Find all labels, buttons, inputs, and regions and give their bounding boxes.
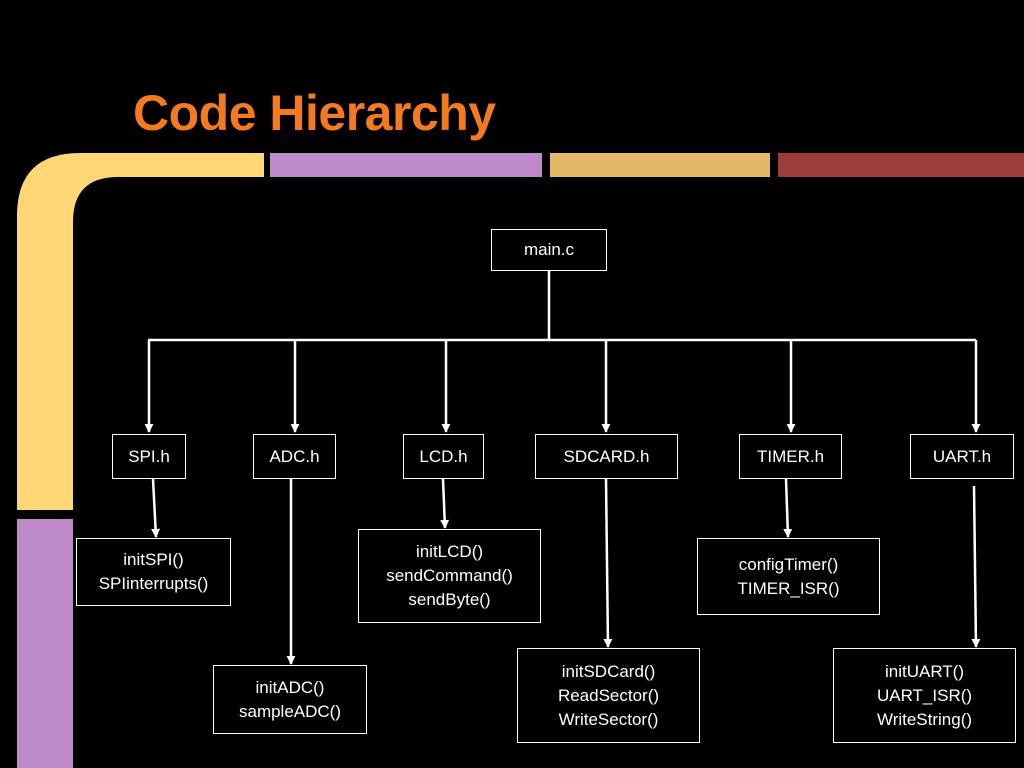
function-name: initUART() xyxy=(884,661,965,681)
module-functions-adc: initADC() sampleADC() xyxy=(213,665,367,734)
frame-corner-band xyxy=(17,153,264,510)
module-header-label: TIMER.h xyxy=(756,446,825,466)
arrow-uart-to-functions xyxy=(971,485,981,648)
module-header-spi: SPI.h xyxy=(112,434,186,479)
function-name: initSDCard() xyxy=(561,661,656,681)
function-name: ReadSector() xyxy=(557,685,660,705)
module-header-lcd: LCD.h xyxy=(403,434,484,479)
function-name: sendByte() xyxy=(408,590,491,609)
arrow-spi-to-functions xyxy=(151,478,161,538)
frame-band-purple xyxy=(270,153,542,177)
frame-side-band-purple xyxy=(17,519,73,768)
module-functions-spi: initSPI() SPIinterrupts() xyxy=(76,538,231,606)
root-node-label: main.c xyxy=(523,240,575,259)
module-header-label: SDCARD.h xyxy=(563,446,650,466)
module-functions-lcd: initLCD() sendCommand() sendByte() xyxy=(358,529,541,623)
frame-band-gold xyxy=(550,153,770,177)
function-name: initLCD() xyxy=(415,542,484,561)
module-header-label: LCD.h xyxy=(419,446,468,466)
function-name: SPIinterrupts() xyxy=(98,574,209,593)
function-name: configTimer() xyxy=(738,554,839,574)
page-title: Code Hierarchy xyxy=(133,85,496,141)
arrow-lcd-to-functions xyxy=(440,478,450,529)
function-name: UART_ISR() xyxy=(876,685,973,705)
function-name: WriteSector() xyxy=(558,709,659,729)
module-header-label: ADC.h xyxy=(269,446,320,466)
module-header-timer: TIMER.h xyxy=(739,434,842,479)
function-name: initSPI() xyxy=(123,550,184,569)
module-header-adc: ADC.h xyxy=(253,434,336,479)
function-name: sendCommand() xyxy=(386,566,513,585)
module-header-label: SPI.h xyxy=(128,446,170,466)
module-functions-sdcard: initSDCard() ReadSector() WriteSector() xyxy=(517,648,700,743)
module-header-sdcard: SDCARD.h xyxy=(535,434,678,479)
function-name: TIMER_ISR() xyxy=(737,578,840,598)
function-name: initADC() xyxy=(255,677,325,697)
function-name: WriteString() xyxy=(876,709,973,729)
frame-band-red xyxy=(778,153,1024,177)
arrow-sdcard-to-functions xyxy=(603,478,613,648)
module-functions-timer: configTimer() TIMER_ISR() xyxy=(697,538,880,615)
module-header-label: UART.h xyxy=(932,446,992,466)
function-name: sampleADC() xyxy=(238,701,342,721)
module-header-uart: UART.h xyxy=(910,434,1014,479)
arrow-timer-to-functions xyxy=(783,478,793,538)
module-functions-uart: initUART() UART_ISR() WriteString() xyxy=(833,648,1016,743)
root-node: main.c xyxy=(491,229,607,271)
